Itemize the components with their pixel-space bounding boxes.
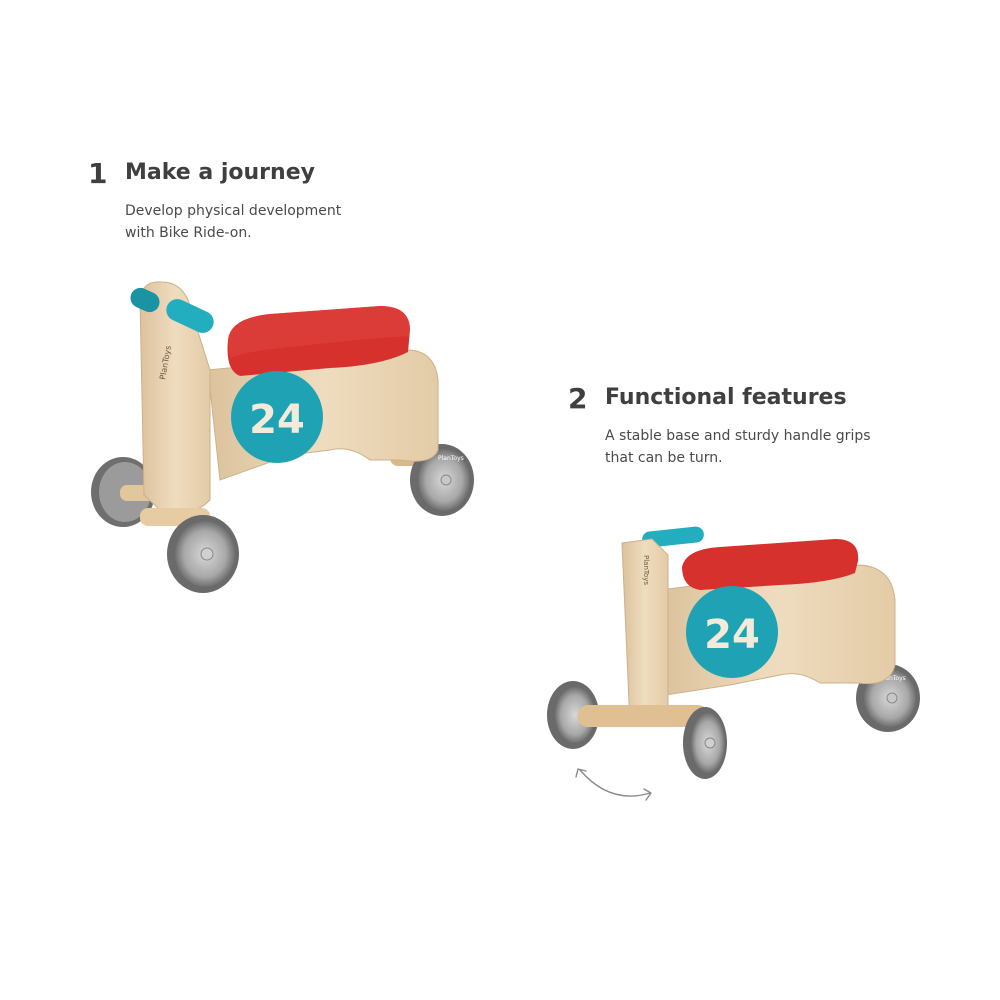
- race-number-text: 24: [249, 397, 305, 443]
- feature-description-line: Develop physical development: [125, 203, 342, 219]
- feature-description-line: that can be turn.: [605, 450, 723, 466]
- race-number-text: 24: [704, 612, 760, 658]
- feature-title: Make a journey: [125, 160, 315, 185]
- handle-bar: [130, 287, 214, 333]
- front-axle: [578, 705, 708, 727]
- ride-on-bike-turning-image: PlanToys 24 PlanToys: [540, 515, 940, 815]
- feature-description: A stable base and sturdy handle grips th…: [605, 425, 871, 469]
- feature-make-a-journey: 1 Make a journey Develop physical develo…: [88, 160, 408, 250]
- bike-seat: [682, 539, 859, 590]
- feature-number: 2: [568, 382, 588, 415]
- handle-bar: [642, 526, 704, 548]
- front-left-wheel: [167, 515, 239, 593]
- wheel-brand-text: PlanToys: [438, 455, 464, 462]
- feature-description-line: with Bike Ride-on.: [125, 225, 252, 241]
- front-right-near-wheel: [683, 707, 727, 779]
- feature-title: Functional features: [605, 385, 847, 410]
- race-number-badge: [231, 371, 323, 463]
- feature-functional-features: 2 Functional features A stable base and …: [568, 385, 898, 475]
- ride-on-bike-turning-illustration: PlanToys 24 PlanToys: [547, 526, 920, 801]
- handle-post: [621, 538, 669, 726]
- feature-description: Develop physical development with Bike R…: [125, 200, 341, 244]
- ride-on-bike-image: PlanToys 24 PlanToys: [80, 270, 490, 610]
- post-brand-text: PlanToys: [642, 555, 650, 585]
- feature-number: 1: [88, 157, 108, 190]
- race-number-badge: [686, 586, 778, 678]
- feature-description-line: A stable base and sturdy handle grips: [605, 428, 871, 444]
- front-left-wheel: [547, 681, 599, 749]
- wheel-brand-text: PlanToys: [880, 675, 906, 682]
- curved-double-arrow-icon: [575, 768, 652, 801]
- ride-on-bike-illustration: PlanToys 24 PlanToys: [91, 281, 474, 593]
